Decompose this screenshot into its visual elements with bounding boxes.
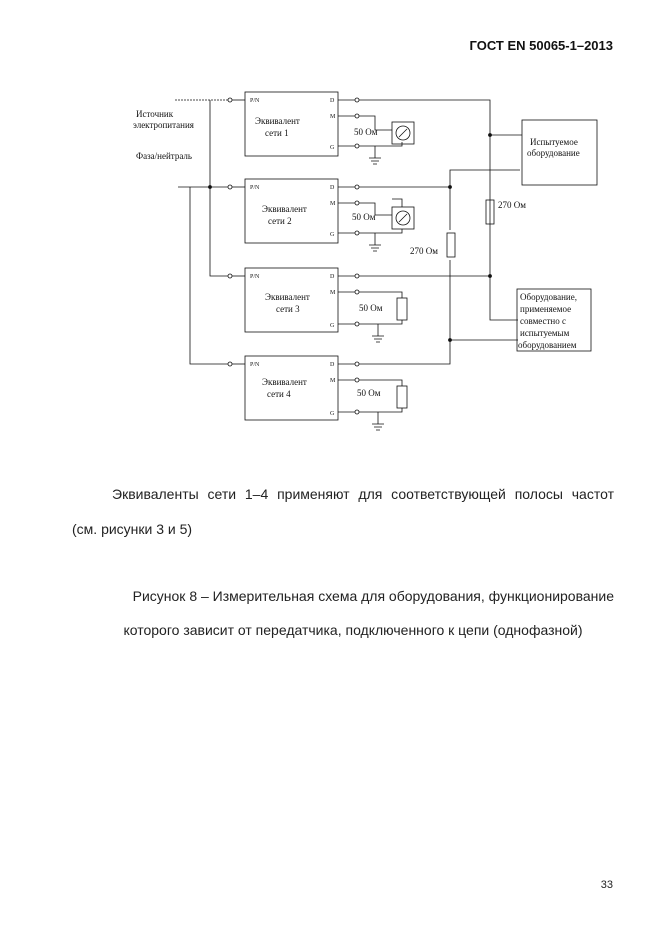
note-line-1: Эквиваленты сети 1–4 применяют для соотв… bbox=[112, 486, 614, 502]
pin-d-4: D bbox=[330, 362, 335, 368]
load-label-3: 50 Ом bbox=[359, 303, 383, 313]
pin-pn-3: P/N bbox=[250, 274, 260, 280]
pin-d-3: D bbox=[330, 274, 335, 280]
note-line-2: (см. рисунки 3 и 5) bbox=[72, 521, 193, 537]
aux-label-4: испытуемым bbox=[520, 328, 570, 338]
phase-label: Фаза/нейтраль bbox=[136, 151, 192, 161]
resistor-270-a: 270 Ом bbox=[498, 200, 526, 210]
net-title-2b: сети 2 bbox=[268, 216, 292, 226]
circuit-diagram: Источник электропитания Фаза/нейтраль P/… bbox=[133, 91, 598, 431]
source-label-1: Источник bbox=[136, 109, 174, 119]
network-box-2 bbox=[244, 178, 339, 244]
aux-label-3: совместно с bbox=[520, 316, 566, 326]
pin-d-1: D bbox=[330, 98, 335, 104]
aux-label-5: оборудованием bbox=[518, 340, 577, 350]
aux-label-1: Оборудование, bbox=[520, 292, 577, 302]
pin-g-3: G bbox=[330, 323, 335, 329]
net-title-1a: Эквивалент bbox=[255, 116, 300, 126]
aux-label-2: применяемое bbox=[520, 304, 571, 314]
pin-d-2: D bbox=[330, 185, 335, 191]
pin-pn-2: P/N bbox=[250, 185, 260, 191]
page-number: 33 bbox=[600, 879, 613, 891]
net-title-3b: сети 3 bbox=[276, 304, 300, 314]
pin-pn-4: P/N bbox=[250, 362, 260, 368]
load-label-1: 50 Ом bbox=[354, 127, 378, 137]
page-header: ГОСТ EN 50065-1–2013 bbox=[469, 38, 613, 53]
net-title-4b: сети 4 bbox=[267, 389, 291, 399]
resistor-270-b: 270 Ом bbox=[410, 246, 438, 256]
load-label-2: 50 Ом bbox=[352, 212, 376, 222]
pin-m-3: M bbox=[330, 290, 336, 296]
net-title-2a: Эквивалент bbox=[262, 204, 307, 214]
source-label-2: электропитания bbox=[133, 120, 194, 130]
pin-m-4: M bbox=[330, 378, 336, 384]
pin-g-2: G bbox=[330, 232, 335, 238]
net-title-1b: сети 1 bbox=[265, 128, 289, 138]
net-title-4a: Эквивалент bbox=[262, 377, 307, 387]
pin-g-1: G bbox=[330, 145, 335, 151]
pin-g-4: G bbox=[330, 411, 335, 417]
pin-m-2: M bbox=[330, 201, 336, 207]
load-label-4: 50 Ом bbox=[357, 388, 381, 398]
network-box-3 bbox=[244, 267, 339, 333]
net-title-3a: Эквивалент bbox=[265, 292, 310, 302]
eut-label-2: оборудование bbox=[527, 148, 580, 158]
eut-label-1: Испытуемое bbox=[530, 137, 578, 147]
pin-m-1: M bbox=[330, 114, 336, 120]
figure-caption-1: Рисунок 8 – Измерительная схема для обор… bbox=[132, 588, 614, 604]
network-box-1 bbox=[244, 91, 339, 157]
pin-pn-1: P/N bbox=[250, 98, 260, 104]
figure-caption-2: которого зависит от передатчика, подключ… bbox=[123, 622, 583, 638]
network-box-4 bbox=[244, 355, 339, 421]
